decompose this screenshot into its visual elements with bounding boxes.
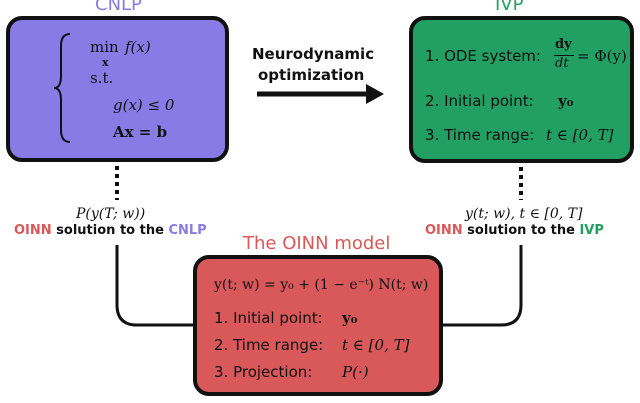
subject-to-label: s.t. — [90, 69, 114, 87]
equality-constraint: Ax = b — [113, 123, 168, 141]
oinn-time-range-label: 2. Time range: — [214, 336, 324, 354]
caption-oinn-word: OINN — [425, 223, 463, 238]
caption-ivp-word: IVP — [579, 223, 604, 238]
ivp-box: 1. ODE system: dy dt = Φ(y) 2. Initial p… — [409, 16, 634, 163]
oinn-model-title: The OINN model — [243, 233, 391, 254]
oinn-initial-point-value: y₀ — [342, 309, 358, 327]
caption-middle-text: solution to the — [462, 223, 580, 238]
oinn-projection-label: 3. Projection: — [214, 363, 313, 381]
cnlp-solution-caption: OINN solution to the CNLP — [14, 223, 207, 238]
objective-function: f(x) — [125, 38, 151, 56]
ivp-solution-expression: y(t; w), t ∈ [0, T] — [465, 206, 583, 222]
inequality-constraint: g(x) ≤ 0 — [113, 96, 175, 114]
ode-fraction-bar — [554, 55, 574, 56]
ode-numerator: dy — [555, 37, 572, 52]
oinn-initial-point-label: 1. Initial point: — [214, 309, 323, 327]
min-variable: x — [102, 56, 109, 69]
ivp-initial-point-label: 2. Initial point: — [425, 92, 534, 110]
cnlp-solution-expression: P(y(T; w)) — [76, 206, 146, 222]
left-brace-icon — [53, 33, 71, 143]
cnlp-title: CNLP — [95, 0, 142, 15]
arrow-label-line2: optimization — [258, 66, 365, 84]
oinn-projection-value: P(·) — [342, 363, 369, 381]
arrow-head-icon — [366, 84, 384, 104]
ivp-solution-caption: OINN solution to the IVP — [425, 223, 604, 238]
caption-middle-text: solution to the — [51, 223, 169, 238]
ode-denominator: dt — [555, 56, 569, 71]
oinn-equation: y(t; w) = y₀ + (1 − e⁻ᵗ) N(t; w) — [214, 277, 429, 293]
cnlp-to-oinn-connector — [115, 245, 193, 327]
ivp-time-range-value: t ∈ [0, T] — [546, 126, 614, 144]
oinn-model-box: y(t; w) = y₀ + (1 − e⁻ᵗ) N(t; w) 1. Init… — [193, 255, 443, 396]
oinn-time-range-value: t ∈ [0, T] — [342, 336, 410, 354]
ivp-title: IVP — [495, 0, 524, 15]
ode-rhs: = Φ(y) — [577, 47, 627, 65]
ivp-initial-point-value: y₀ — [558, 92, 574, 110]
caption-cnlp-word: CNLP — [168, 223, 207, 238]
ivp-to-oinn-connector — [443, 245, 523, 327]
cnlp-box: min x f(x) s.t. g(x) ≤ 0 Ax = b — [6, 16, 229, 162]
ode-system-label: 1. ODE system: — [425, 47, 541, 65]
min-operator: min — [90, 38, 119, 56]
caption-oinn-word: OINN — [14, 223, 52, 238]
arrow-label-line1: Neurodynamic — [252, 45, 375, 63]
ivp-time-range-label: 3. Time range: — [425, 126, 535, 144]
